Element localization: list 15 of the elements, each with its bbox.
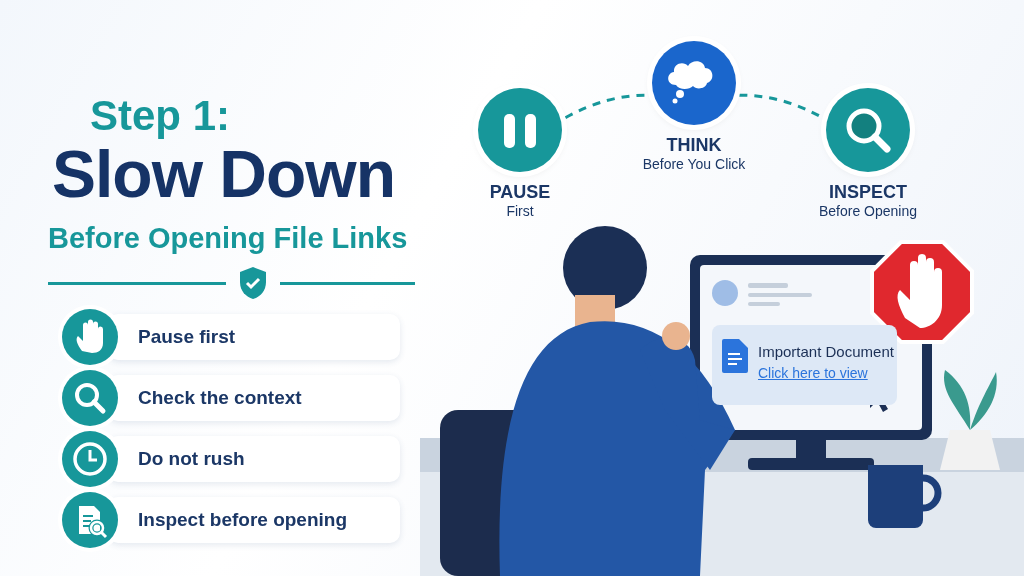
step-caption: First [505, 203, 535, 219]
list-item-text: Check the context [138, 387, 302, 409]
subtitle: Before Opening File Links [48, 222, 408, 255]
list-item-text: Pause first [138, 326, 236, 348]
document-title: Important Document [758, 343, 894, 360]
step-label: THINK [665, 135, 723, 156]
step-caption: Before Opening [817, 203, 919, 219]
step-label: PAUSE [488, 182, 552, 203]
link: Click here to view [758, 365, 868, 381]
document-link-card [712, 325, 897, 405]
step-caption: Before You Click [641, 156, 747, 172]
list-item-text: Do not rush [138, 448, 245, 470]
step-label: INSPECT [828, 182, 908, 203]
step-heading: Step 1: [90, 92, 231, 140]
list-item-text: Inspect before opening [138, 509, 348, 531]
